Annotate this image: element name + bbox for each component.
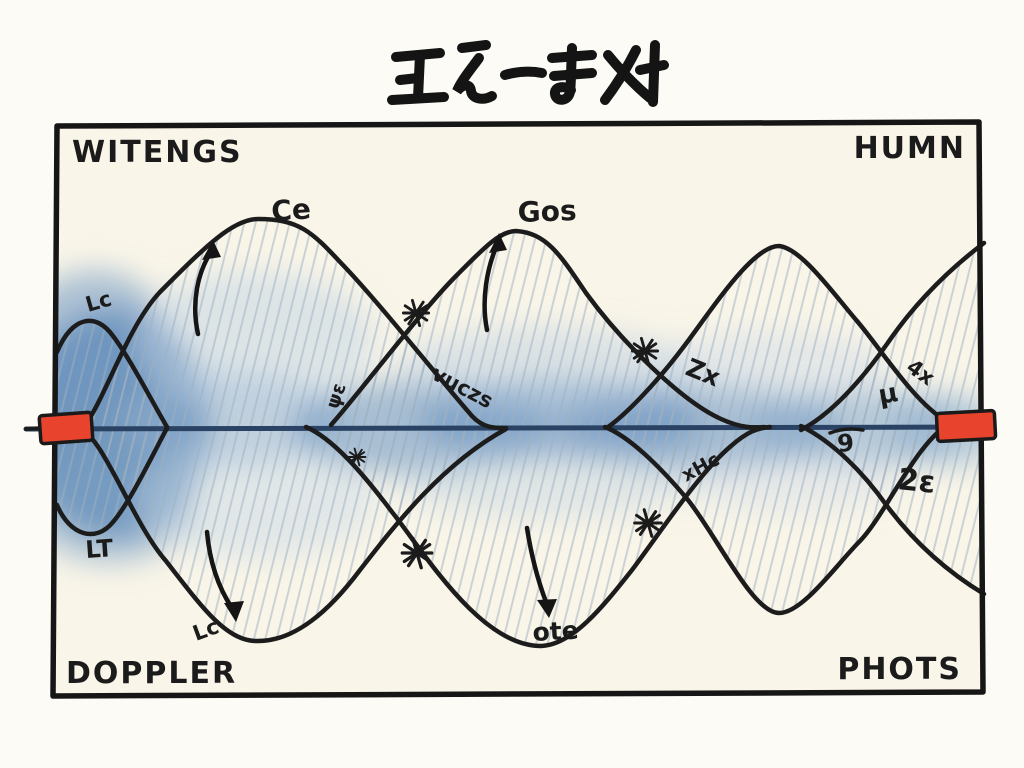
- down-arrow-icon: [524, 525, 549, 605]
- wave-curve-lower-left-hump: [54, 425, 170, 537]
- wave-curve-upper-left-hump: [54, 318, 170, 430]
- label-left-lower-hump: LT: [84, 534, 114, 564]
- arrow-heads: [202, 233, 557, 622]
- corner-label-top-left: WITENGS: [72, 135, 243, 170]
- up-arrow-icon: [482, 242, 500, 333]
- wave-curve-lower-right-partial: [798, 423, 987, 597]
- frame-border: [50, 119, 986, 699]
- corner-label-bottom-right: PHOTS: [837, 652, 962, 687]
- corner-label-bottom-left: DOPPLER: [66, 656, 237, 691]
- label-axis-number-9: 9: [836, 429, 855, 458]
- wave-curve-lower-lobe-1: [74, 425, 509, 644]
- arrow-head-icon: [489, 233, 507, 253]
- down-arrow-icon: [204, 529, 235, 611]
- label-lower-trough-ote: ote: [532, 616, 580, 647]
- title-scribble: [387, 40, 669, 107]
- wave-curve-upper-lobe-1: [74, 216, 509, 433]
- overline-mark: [828, 427, 865, 435]
- corner-label-top-right: HUMN: [854, 131, 966, 166]
- arrow-head-icon: [537, 599, 557, 618]
- label-flank-2e: 2ε: [896, 462, 937, 501]
- arrow-head-icon: [202, 240, 221, 260]
- wave-curve-lower-lobe-2: [303, 424, 773, 649]
- label-upper-peak-gos: Gos: [517, 194, 577, 229]
- label-upper-peak-ce: Ce: [270, 192, 312, 228]
- red-endpoint-left: [37, 410, 95, 446]
- red-endpoint-right: [934, 408, 998, 444]
- wave-curve-upper-right-partial: [798, 240, 987, 433]
- arrow-head-icon: [224, 601, 244, 622]
